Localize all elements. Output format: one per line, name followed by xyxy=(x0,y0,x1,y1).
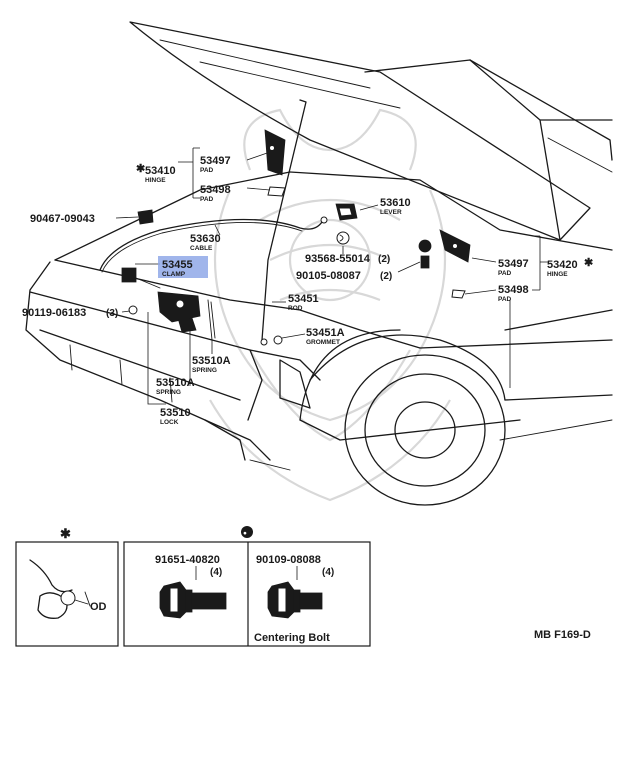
label-53497-right[interactable]: 53497 PAD xyxy=(498,258,529,277)
svg-text:GROMMET: GROMMET xyxy=(306,339,340,346)
clamp-part xyxy=(121,267,161,289)
svg-text:HINGE: HINGE xyxy=(547,271,568,278)
hinge-left-part xyxy=(264,129,286,197)
flange-bolt-icon xyxy=(159,581,227,619)
svg-text:●: ● xyxy=(243,530,247,537)
label-93568[interactable]: 93568-55014 (2) xyxy=(305,253,390,265)
svg-text:PAD: PAD xyxy=(200,167,214,174)
svg-text:✱: ✱ xyxy=(584,257,593,269)
grommet-part xyxy=(273,335,283,345)
svg-text:53610: 53610 xyxy=(380,197,411,209)
svg-text:(2): (2) xyxy=(378,254,390,265)
svg-text:53451: 53451 xyxy=(288,293,319,305)
svg-text:53630: 53630 xyxy=(190,233,221,245)
hood-cable xyxy=(99,216,328,273)
label-53497-top[interactable]: 53497 PAD xyxy=(200,155,231,174)
hinge-right-part xyxy=(439,229,471,299)
lock-assembly-part xyxy=(128,291,216,341)
clip-90467-part xyxy=(137,209,154,225)
hood-rod xyxy=(260,99,307,346)
svg-text:LEVER: LEVER xyxy=(380,209,402,216)
svg-text:53510A: 53510A xyxy=(192,355,231,367)
figure-code: MB F169-D xyxy=(534,629,591,641)
label-53455[interactable]: 53455 CLAMP xyxy=(162,259,193,278)
label-90467[interactable]: 90467-09043 xyxy=(30,213,95,225)
od-label: OD xyxy=(90,601,107,613)
svg-text:90119-06183: 90119-06183 xyxy=(22,307,86,319)
screw-93568-part xyxy=(336,231,350,245)
label-53410[interactable]: ✱ 53410 HINGE xyxy=(136,163,176,184)
svg-text:90105-08087: 90105-08087 xyxy=(296,270,361,282)
svg-text:53410: 53410 xyxy=(145,165,176,177)
svg-text:53497: 53497 xyxy=(498,258,529,270)
bolt-90105-part xyxy=(418,239,432,269)
svg-text:53451A: 53451A xyxy=(306,327,345,339)
svg-text:PAD: PAD xyxy=(498,296,512,303)
svg-text:90467-09043: 90467-09043 xyxy=(30,213,95,225)
label-53630[interactable]: 53630 CABLE xyxy=(190,233,221,252)
bolt1-qty: (4) xyxy=(210,567,222,578)
svg-text:SPRING: SPRING xyxy=(156,389,181,396)
svg-text:ROD: ROD xyxy=(288,305,303,312)
car-body-outline xyxy=(25,21,613,506)
svg-text:93568-55014: 93568-55014 xyxy=(305,253,371,265)
circle-mark xyxy=(241,526,253,538)
svg-text:CLAMP: CLAMP xyxy=(162,271,186,278)
label-53498-top[interactable]: 53498 PAD xyxy=(200,184,231,203)
svg-text:CABLE: CABLE xyxy=(190,245,213,252)
svg-text:LOCK: LOCK xyxy=(160,419,179,426)
svg-text:53498: 53498 xyxy=(498,284,529,296)
centering-bolt-icon xyxy=(267,581,323,619)
svg-text:53420: 53420 xyxy=(547,259,578,271)
label-53610[interactable]: 53610 LEVER xyxy=(380,197,411,216)
detail-circle-box: ● 91651-40820 (4) 90109-08088 (4) Center… xyxy=(123,526,371,647)
label-90119[interactable]: 90119-06183 (3) xyxy=(22,307,118,319)
svg-text:PAD: PAD xyxy=(200,196,214,203)
svg-text:HINGE: HINGE xyxy=(145,177,166,184)
label-53451[interactable]: 53451 ROD xyxy=(288,293,319,312)
bolt2-number: 90109-08088 xyxy=(256,554,321,566)
svg-text:53455: 53455 xyxy=(162,259,193,271)
centering-bolt-caption: Centering Bolt xyxy=(254,632,330,644)
bolt2-qty: (4) xyxy=(322,567,334,578)
leader-lines xyxy=(115,147,548,405)
svg-text:(2): (2) xyxy=(380,271,392,282)
bolt1-number: 91651-40820 xyxy=(155,554,220,566)
label-53420[interactable]: 53420 ✱ HINGE xyxy=(547,257,593,278)
label-90105[interactable]: 90105-08087 (2) xyxy=(296,270,392,282)
label-53510A-lower[interactable]: 53510A SPRING xyxy=(156,377,195,396)
svg-text:(3): (3) xyxy=(106,308,118,319)
svg-text:53510: 53510 xyxy=(160,407,191,419)
label-53498-right[interactable]: 53498 PAD xyxy=(498,284,529,303)
watermark-emblem xyxy=(209,108,451,502)
asterisk-mark: ✱ xyxy=(60,526,71,541)
svg-text:53497: 53497 xyxy=(200,155,231,167)
lever-part xyxy=(335,203,358,221)
detail-asterisk-box: ✱ OD xyxy=(15,526,119,647)
label-53510[interactable]: 53510 LOCK xyxy=(160,407,191,426)
svg-text:SPRING: SPRING xyxy=(192,367,217,374)
svg-text:✱: ✱ xyxy=(136,163,145,175)
label-53510A-upper[interactable]: 53510A SPRING xyxy=(192,355,231,374)
clamp-highlight xyxy=(158,256,208,278)
svg-text:PAD: PAD xyxy=(498,270,512,277)
svg-text:53498: 53498 xyxy=(200,184,231,196)
label-53451A[interactable]: 53451A GROMMET xyxy=(306,327,345,346)
svg-text:53510A: 53510A xyxy=(156,377,195,389)
